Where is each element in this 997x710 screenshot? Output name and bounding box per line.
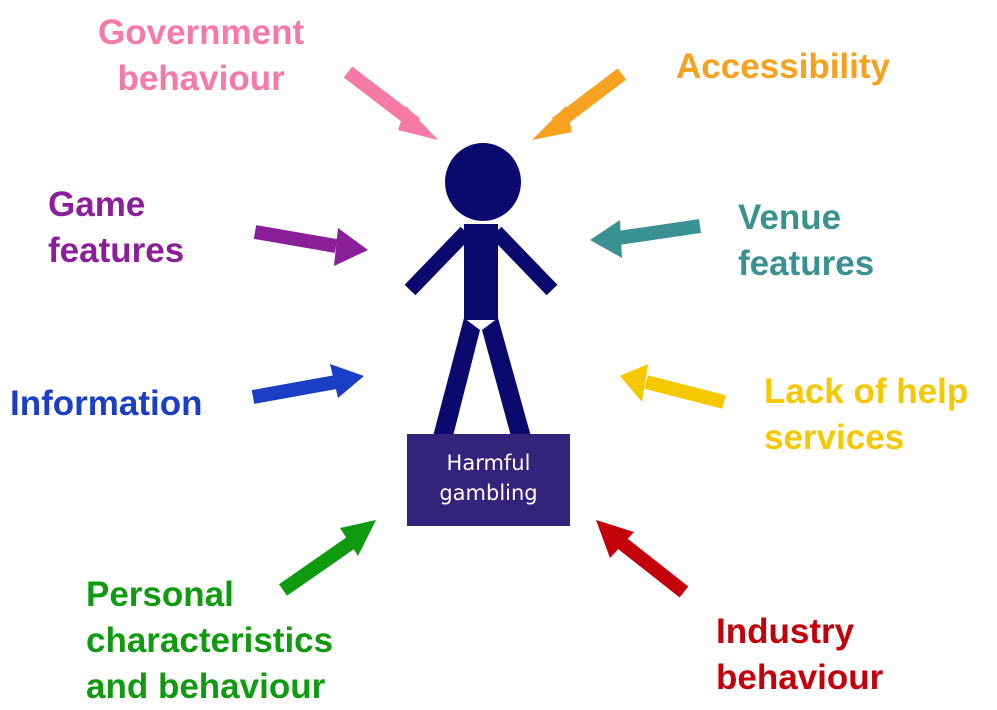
arrow-industry-icon <box>596 520 689 598</box>
center-label-line2: gambling <box>439 481 538 505</box>
arrow-venue-icon <box>590 219 702 258</box>
label-help-line1: Lack of help <box>764 372 969 411</box>
label-venue-line1: Venue <box>738 198 842 237</box>
label-help: Lack of help services <box>764 369 968 461</box>
label-venue-line2: features <box>738 244 875 283</box>
label-venue: Venue features <box>738 195 874 287</box>
label-industry-line2: behaviour <box>716 658 884 697</box>
arrow-personal-icon <box>279 520 376 596</box>
center-label-line1: Harmful <box>446 451 531 475</box>
label-personal: Personal characteristics and behaviour <box>86 572 333 710</box>
label-industry-line1: Industry <box>716 612 855 651</box>
label-information-line1: Information <box>10 384 203 423</box>
label-industry: Industry behaviour <box>716 609 883 701</box>
label-government: Government behaviour <box>98 10 304 102</box>
label-personal-line1: Personal <box>86 575 234 614</box>
arrow-help-icon <box>620 364 726 409</box>
label-game-line2: features <box>48 231 185 270</box>
label-accessibility: Accessibility <box>676 44 890 90</box>
arrow-government-icon <box>343 66 438 140</box>
label-game: Game features <box>48 182 184 274</box>
label-government-line2: behaviour <box>117 59 285 98</box>
stick-figure-icon <box>404 143 558 440</box>
label-information: Information <box>10 381 202 427</box>
harmful-gambling-box: Harmful gambling <box>407 434 570 526</box>
arrow-game-icon <box>253 225 368 266</box>
label-game-line1: Game <box>48 185 146 224</box>
label-government-line1: Government <box>98 13 305 52</box>
arrow-accessibility-icon <box>532 68 627 140</box>
label-personal-line2: characteristics <box>86 621 334 660</box>
arrow-information-icon <box>251 364 364 404</box>
label-accessibility-line1: Accessibility <box>676 47 890 86</box>
label-personal-line3: and behaviour <box>86 667 326 706</box>
label-help-line2: services <box>764 418 905 457</box>
